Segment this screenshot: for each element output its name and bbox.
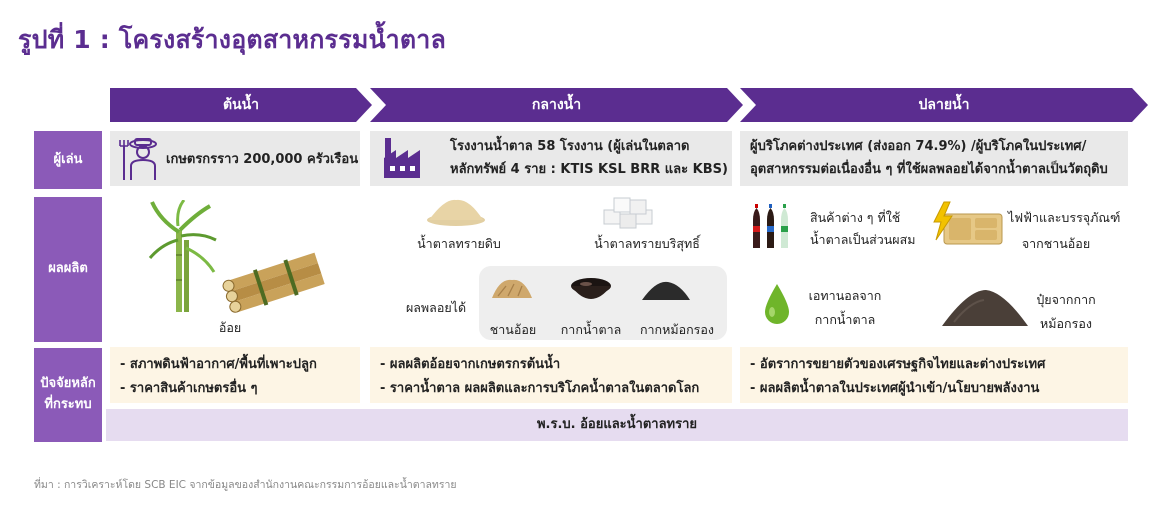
- factor-item: - สภาพดินฟ้าอากาศ/พื้นที่เพาะปลูก: [120, 357, 317, 372]
- row-label-players: ผู้เล่น: [34, 131, 102, 189]
- source-note: ที่มา : การวิเคราะห์โดย SCB EIC จากข้อมู…: [34, 479, 457, 491]
- row-label-factors-line1: ปัจจัยหลัก: [40, 376, 96, 392]
- farmer-icon: [119, 138, 157, 180]
- stage-midstream-label: กลางน้ำ: [531, 97, 582, 113]
- stage-upstream-label: ต้นน้ำ: [222, 97, 260, 113]
- stage-downstream: ปลายน้ำ: [740, 88, 1148, 122]
- stage-upstream: ต้นน้ำ: [110, 88, 372, 122]
- players-midstream: โรงงานน้ำตาล 58 โรงงาน (ผู้เล่นในตลาด หล…: [370, 131, 732, 186]
- sugarcane-plant-icon: [148, 200, 217, 312]
- factors-downstream: - อัตราการขยายตัวของเศรษฐกิจไทยและต่างปร…: [740, 347, 1128, 403]
- players-downstream: ผู้บริโภคต่างประเทศ (ส่งออก 74.9%) /ผู้บ…: [740, 131, 1128, 186]
- byproducts-group: [479, 266, 727, 340]
- bagasse-icon: [492, 279, 532, 298]
- product-sugarcane-label: อ้อย: [218, 320, 242, 335]
- product-sugar-goods-line1: สินค้าต่าง ๆ ที่ใช้: [810, 210, 901, 225]
- factor-item: - ราคาน้ำตาล ผลผลิตและการบริโภคน้ำตาลในต…: [380, 381, 700, 397]
- product-fertilizer-line2: หม้อกรอง: [1040, 316, 1092, 331]
- ethanol-drop-icon: [765, 284, 789, 324]
- players-downstream-line2: อุตสาหกรรมต่อเนื่องอื่น ๆ ที่ใช้ผลพลอยได…: [750, 161, 1108, 177]
- sugarcane-bundle-icon: [222, 252, 325, 313]
- fertilizer-pile-icon: [942, 290, 1028, 326]
- factor-item: - ผลผลิตน้ำตาลในประเทศผู้นำเข้า/นโยบายพล…: [750, 381, 1040, 397]
- byproduct-molasses-label: กากน้ำตาล: [560, 322, 622, 337]
- product-raw-sugar-label: น้ำตาลทรายดิบ: [417, 236, 501, 251]
- row-label-factors-line2: ที่กระทบ: [44, 397, 92, 412]
- electricity-packaging-icon: [933, 201, 1003, 245]
- row-label-players-text: ผู้เล่น: [53, 151, 83, 167]
- raw-sugar-icon: [427, 199, 485, 226]
- factor-item: - อัตราการขยายตัวของเศรษฐกิจไทยและต่างปร…: [750, 357, 1046, 372]
- chevron-shape: [110, 88, 372, 122]
- sugar-act-bar: พ.ร.บ. อ้อยและน้ำตาลทราย: [106, 409, 1128, 441]
- byproduct-bagasse-label: ชานอ้อย: [489, 322, 537, 337]
- soft-drink-bottles-icon: [753, 204, 788, 248]
- product-refined-sugar-label: น้ำตาลทรายบริสุทธิ์: [594, 236, 700, 251]
- players-downstream-line1: ผู้บริโภคต่างประเทศ (ส่งออก 74.9%) /ผู้บ…: [750, 138, 1087, 154]
- product-ethanol-line2: กากน้ำตาล: [814, 312, 876, 327]
- factors-midstream: - ผลผลิตอ้อยจากเกษตรกรต้นน้ำ - ราคาน้ำตา…: [370, 347, 732, 403]
- factor-item: - ราคาสินค้าเกษตรอื่น ๆ: [120, 381, 258, 397]
- page-title: รูปที่ 1 : โครงสร้างอุตสาหกรรมน้ำตาล: [18, 25, 447, 54]
- row-label-products-text: ผลผลิต: [48, 261, 88, 277]
- stage-downstream-label: ปลายน้ำ: [918, 97, 970, 113]
- filter-cake-icon: [642, 281, 690, 300]
- factors-upstream: - สภาพดินฟ้าอากาศ/พื้นที่เพาะปลูก - ราคา…: [110, 347, 360, 403]
- refined-sugar-cubes-icon: [603, 197, 653, 229]
- chevron-shape: [370, 88, 743, 122]
- players-midstream-line2: หลักทรัพย์ 4 ราย : KTIS KSL BRR และ KBS): [450, 161, 728, 177]
- product-electricity-line1: ไฟฟ้าและบรรจุภัณฑ์: [1008, 210, 1121, 225]
- players-upstream-text: เกษตรกรราว 200,000 ครัวเรือน: [166, 152, 359, 167]
- product-ethanol-line1: เอทานอลจาก: [808, 288, 882, 303]
- product-electricity-line2: จากชานอ้อย: [1021, 236, 1091, 251]
- chevron-shape: [740, 88, 1148, 122]
- product-sugar-goods-line2: น้ำตาลเป็นส่วนผสม: [810, 232, 916, 247]
- factory-icon: [384, 138, 420, 178]
- product-fertilizer-line1: ปุ๋ยจากกาก: [1036, 292, 1096, 307]
- factor-item: - ผลผลิตอ้อยจากเกษตรกรต้นน้ำ: [380, 357, 561, 372]
- row-label-factors: ปัจจัยหลัก ที่กระทบ: [34, 348, 102, 442]
- byproduct-filter-cake-label: กากหม้อกรอง: [639, 322, 715, 337]
- stage-midstream: กลางน้ำ: [370, 88, 743, 122]
- molasses-bowl-icon: [571, 278, 611, 299]
- players-midstream-line1: โรงงานน้ำตาล 58 โรงงาน (ผู้เล่นในตลาด: [450, 139, 690, 155]
- byproducts-label: ผลพลอยได้: [405, 300, 467, 315]
- row-label-products: ผลผลิต: [34, 197, 102, 342]
